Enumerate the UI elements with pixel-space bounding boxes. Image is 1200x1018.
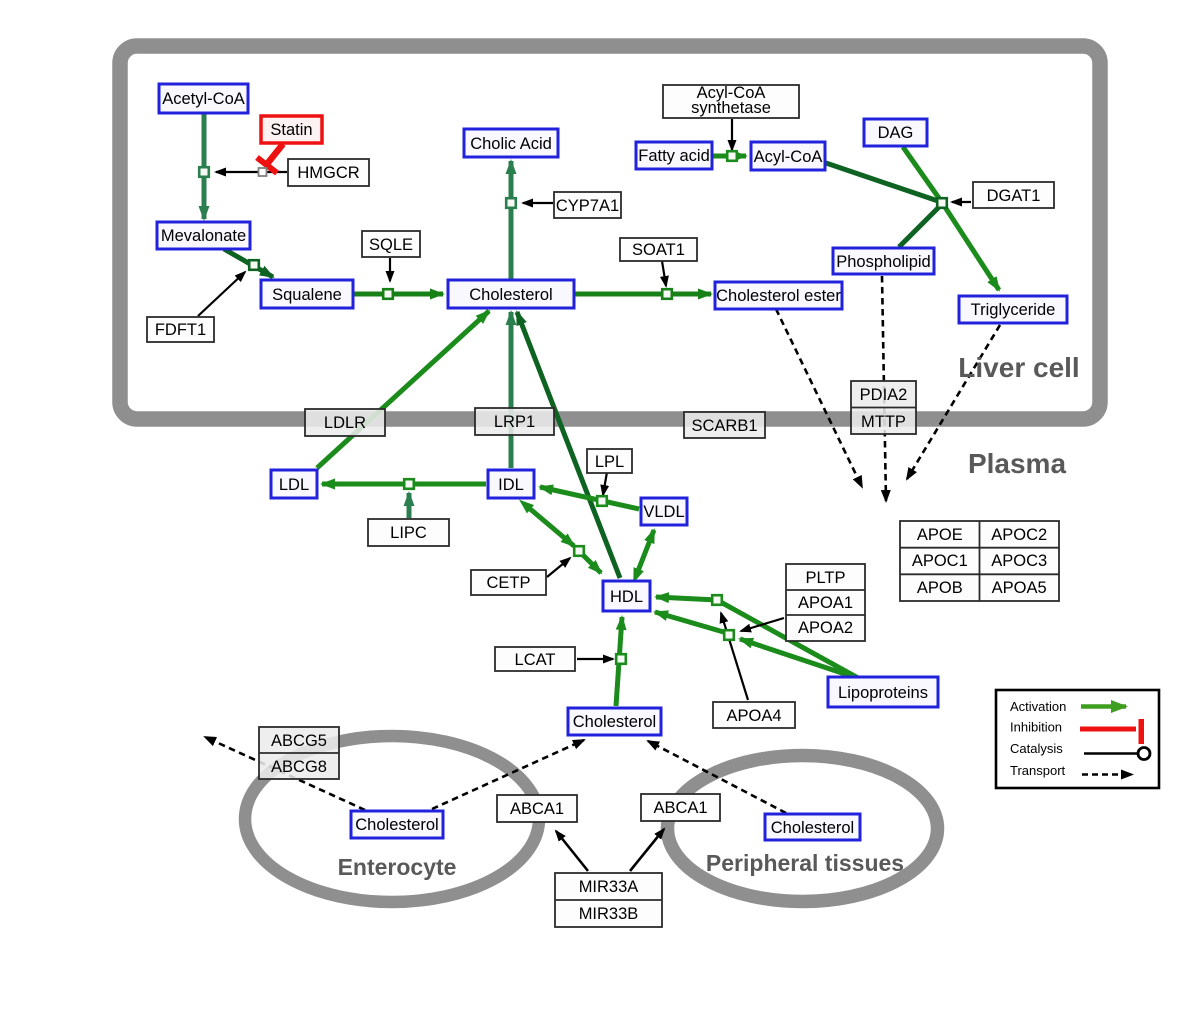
svg-text:ABCG5: ABCG5 bbox=[271, 732, 327, 750]
svg-text:APOE: APOE bbox=[917, 526, 963, 544]
svg-text:HMGCR: HMGCR bbox=[297, 164, 359, 182]
svg-text:Cholesterol: Cholesterol bbox=[771, 819, 854, 837]
svg-text:Activation: Activation bbox=[1010, 699, 1066, 714]
svg-text:Phospholipid: Phospholipid bbox=[836, 253, 931, 271]
svg-text:Squalene: Squalene bbox=[272, 286, 342, 304]
svg-text:MTTP: MTTP bbox=[861, 413, 906, 431]
svg-text:ABCA1: ABCA1 bbox=[653, 799, 707, 817]
svg-text:Acetyl-CoA: Acetyl-CoA bbox=[162, 90, 245, 108]
svg-text:Mevalonate: Mevalonate bbox=[161, 227, 246, 245]
svg-text:LDL: LDL bbox=[279, 476, 309, 494]
svg-text:MIR33B: MIR33B bbox=[579, 905, 639, 923]
svg-text:ABCA1: ABCA1 bbox=[510, 800, 564, 818]
svg-text:APOC2: APOC2 bbox=[991, 526, 1047, 544]
svg-text:LIPC: LIPC bbox=[390, 524, 427, 542]
svg-text:CYP7A1: CYP7A1 bbox=[556, 197, 619, 215]
svg-text:LPL: LPL bbox=[595, 453, 624, 471]
svg-text:ABCG8: ABCG8 bbox=[271, 758, 327, 776]
svg-text:APOA1: APOA1 bbox=[798, 594, 853, 612]
svg-text:HDL: HDL bbox=[610, 588, 643, 606]
svg-text:Catalysis: Catalysis bbox=[1010, 741, 1063, 756]
svg-text:PDIA2: PDIA2 bbox=[860, 386, 908, 404]
svg-text:SOAT1: SOAT1 bbox=[632, 241, 685, 259]
svg-text:FDFT1: FDFT1 bbox=[155, 321, 206, 339]
svg-text:APOC1: APOC1 bbox=[912, 552, 968, 570]
svg-text:SCARB1: SCARB1 bbox=[691, 417, 757, 435]
svg-text:synthetase: synthetase bbox=[691, 99, 771, 117]
svg-text:PLTP: PLTP bbox=[805, 569, 845, 587]
svg-text:IDL: IDL bbox=[498, 476, 524, 494]
svg-text:Lipoproteins: Lipoproteins bbox=[838, 684, 928, 702]
svg-text:LDLR: LDLR bbox=[324, 414, 366, 432]
svg-text:Cholic Acid: Cholic Acid bbox=[470, 135, 552, 153]
svg-text:Liver cell: Liver cell bbox=[958, 352, 1079, 383]
svg-text:LCAT: LCAT bbox=[515, 651, 556, 669]
svg-text:MIR33A: MIR33A bbox=[579, 878, 639, 896]
svg-text:VLDL: VLDL bbox=[643, 503, 684, 521]
svg-text:Plasma: Plasma bbox=[968, 448, 1066, 479]
svg-text:LRP1: LRP1 bbox=[494, 413, 535, 431]
svg-text:APOA4: APOA4 bbox=[726, 707, 781, 725]
svg-text:Peripheral tissues: Peripheral tissues bbox=[706, 850, 904, 876]
svg-text:Enterocyte: Enterocyte bbox=[338, 854, 457, 880]
svg-text:Cholesterol: Cholesterol bbox=[469, 286, 552, 304]
svg-text:Fatty acid: Fatty acid bbox=[638, 147, 710, 165]
svg-text:CETP: CETP bbox=[486, 574, 530, 592]
svg-text:Cholesterol ester: Cholesterol ester bbox=[716, 287, 841, 305]
svg-text:Acyl-CoA: Acyl-CoA bbox=[697, 84, 766, 102]
svg-text:Cholesterol: Cholesterol bbox=[573, 713, 656, 731]
svg-text:Acyl-CoA: Acyl-CoA bbox=[754, 148, 823, 166]
svg-text:DGAT1: DGAT1 bbox=[987, 187, 1041, 205]
svg-text:Statin: Statin bbox=[270, 121, 312, 139]
svg-text:Transport: Transport bbox=[1010, 763, 1066, 778]
svg-text:Cholesterol: Cholesterol bbox=[355, 816, 438, 834]
svg-text:Triglyceride: Triglyceride bbox=[971, 301, 1056, 319]
svg-text:SQLE: SQLE bbox=[369, 236, 413, 254]
svg-text:APOC3: APOC3 bbox=[991, 552, 1047, 570]
svg-text:APOA5: APOA5 bbox=[992, 579, 1047, 597]
svg-text:APOB: APOB bbox=[917, 579, 963, 597]
svg-text:APOA2: APOA2 bbox=[798, 619, 853, 637]
svg-text:DAG: DAG bbox=[878, 124, 914, 142]
svg-text:Inhibition: Inhibition bbox=[1010, 720, 1062, 735]
